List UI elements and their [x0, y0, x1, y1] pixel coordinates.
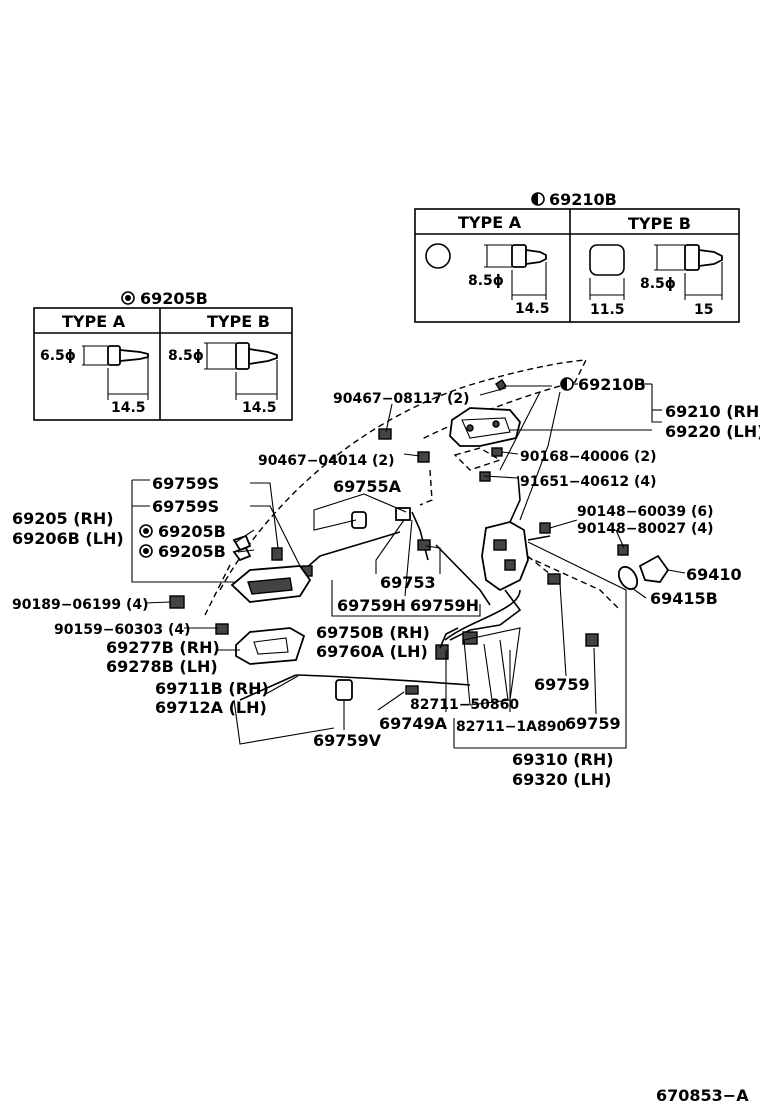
bolt-icon — [684, 244, 723, 271]
inset-69205b-type-a-len: 14.5 — [111, 400, 146, 416]
label-69210b: 69210B — [578, 375, 646, 394]
clip-icon — [215, 623, 229, 635]
inset-69205b-type-a: TYPE A — [62, 312, 126, 331]
label-90168-40006: 90168−40006 (2) — [520, 449, 657, 465]
label-69277b-rh: 69277B (RH) — [106, 638, 220, 657]
inset-69210b-ref: 69210B — [549, 190, 617, 209]
square-grommet-icon — [589, 244, 625, 276]
inset-69210b-type-a: TYPE A — [458, 213, 522, 232]
label-69759h-1: 69759H — [337, 596, 406, 615]
round-grommet-icon — [425, 243, 451, 269]
door-lock-body — [481, 475, 551, 592]
inset-69205b-ref: 69205B — [140, 289, 208, 308]
grommet-69205b-icon — [232, 546, 252, 562]
label-69759v: 69759V — [313, 731, 382, 750]
label-69749a: 69749A — [379, 714, 448, 733]
label-69410: 69410 — [686, 565, 742, 584]
label-69759-1: 69759 — [534, 675, 590, 694]
inset-69210b-type-b-len: 15 — [694, 302, 713, 318]
leader-lines — [131, 383, 686, 749]
inset-69210b: 69210B TYPE A TYPE B 8.5ϕ 14.5 11.5 8.5ϕ — [414, 190, 740, 323]
inside-handle — [230, 565, 312, 603]
cable-icon — [439, 589, 521, 649]
bolt-icon — [511, 244, 547, 268]
label-90148-60039: 90148−60039 (6) — [577, 504, 714, 520]
label-90159-60303: 90159−60303 (4) — [54, 622, 191, 638]
inset-69205b-type-b: TYPE B — [207, 312, 270, 331]
outside-handle-assembly — [449, 407, 521, 447]
inside-handle-cover — [235, 627, 306, 665]
label-69415b: 69415B — [650, 589, 718, 608]
label-69759h-2: 69759H — [410, 596, 479, 615]
label-69755a: 69755A — [333, 477, 402, 496]
label-69205b-2: 69205B — [158, 542, 226, 561]
clip-icon — [169, 595, 185, 609]
clip-icon — [405, 685, 419, 695]
bolt-icon — [417, 451, 430, 463]
clip-icon — [417, 539, 431, 551]
label-69205-rh: 69205 (RH) — [12, 509, 114, 528]
striker-icon — [617, 554, 670, 591]
label-69750b-rh: 69750B (RH) — [316, 623, 430, 642]
document-number: 670853−A — [656, 1086, 749, 1105]
inset-69205b-type-a-dia: 6.5ϕ — [40, 348, 76, 364]
label-91651-40612: 91651−40612 (4) — [520, 474, 657, 490]
label-69220-lh: 69220 (LH) — [665, 422, 760, 441]
screw-icon — [539, 522, 551, 534]
label-69759s-1: 69759S — [152, 474, 219, 493]
grommet-69210b-marker — [560, 377, 574, 391]
inset-69210b-type-b-dia: 8.5ϕ — [640, 276, 676, 292]
grommet-69205b-marker — [139, 524, 153, 538]
bolt-icon — [107, 345, 149, 366]
screw-icon — [491, 447, 503, 457]
screw-icon — [495, 379, 552, 391]
label-69310-rh: 69310 (RH) — [512, 750, 614, 769]
label-82711-50860: 82711−50860 — [410, 697, 519, 713]
label-90467-08117: 90467−08117 (2) — [333, 391, 470, 407]
clip-icon — [395, 507, 411, 521]
inset-69205b-type-b-len: 14.5 — [242, 400, 277, 416]
clip-icon — [271, 547, 283, 561]
clip-icon — [462, 631, 478, 645]
inset-69210b-type-a-dia: 8.5ϕ — [468, 273, 504, 289]
label-82711-1a890: 82711−1A890 — [456, 719, 566, 735]
label-90148-80027: 90148−80027 (4) — [577, 521, 714, 537]
clip-icon — [547, 573, 561, 585]
label-90189-06199: 90189−06199 (4) — [12, 597, 149, 613]
clip-icon — [351, 511, 367, 529]
label-69711b-rh: 69711B (RH) — [155, 679, 269, 698]
label-69278b-lh: 69278B (LH) — [106, 657, 218, 676]
bolt-icon — [378, 428, 392, 440]
label-69205b-1: 69205B — [158, 522, 226, 541]
clip-icon — [585, 633, 599, 647]
label-69210-rh: 69210 (RH) — [665, 402, 760, 421]
label-69712a-lh: 69712A (LH) — [155, 698, 267, 717]
label-69206b-lh: 69206B (LH) — [12, 529, 124, 548]
label-69760a-lh: 69760A (LH) — [316, 642, 428, 661]
grommet-69205b-icon — [232, 534, 252, 552]
knob-icon — [335, 679, 353, 701]
inset-69210b-type-b: TYPE B — [628, 214, 691, 233]
inset-69210b-type-b-head: 11.5 — [590, 302, 625, 318]
grommet-69205b-marker — [139, 544, 153, 558]
inset-69205b-type-b-dia: 8.5ϕ — [168, 348, 204, 364]
bolt-icon — [235, 342, 278, 370]
label-69759-2: 69759 — [565, 714, 621, 733]
inset-69210b-type-a-len: 14.5 — [515, 301, 550, 317]
callout-labels: 90467−08117 (2) 69210B 69210 (RH) 69220 … — [12, 375, 760, 1105]
label-69320-lh: 69320 (LH) — [512, 770, 611, 789]
label-69753: 69753 — [380, 573, 436, 592]
label-69759s-2: 69759S — [152, 497, 219, 516]
inset-69205b: 69205B TYPE A TYPE B 6.5ϕ 14.5 8.5ϕ 14.5 — [33, 289, 293, 421]
label-90467-04014: 90467−04014 (2) — [258, 453, 395, 469]
